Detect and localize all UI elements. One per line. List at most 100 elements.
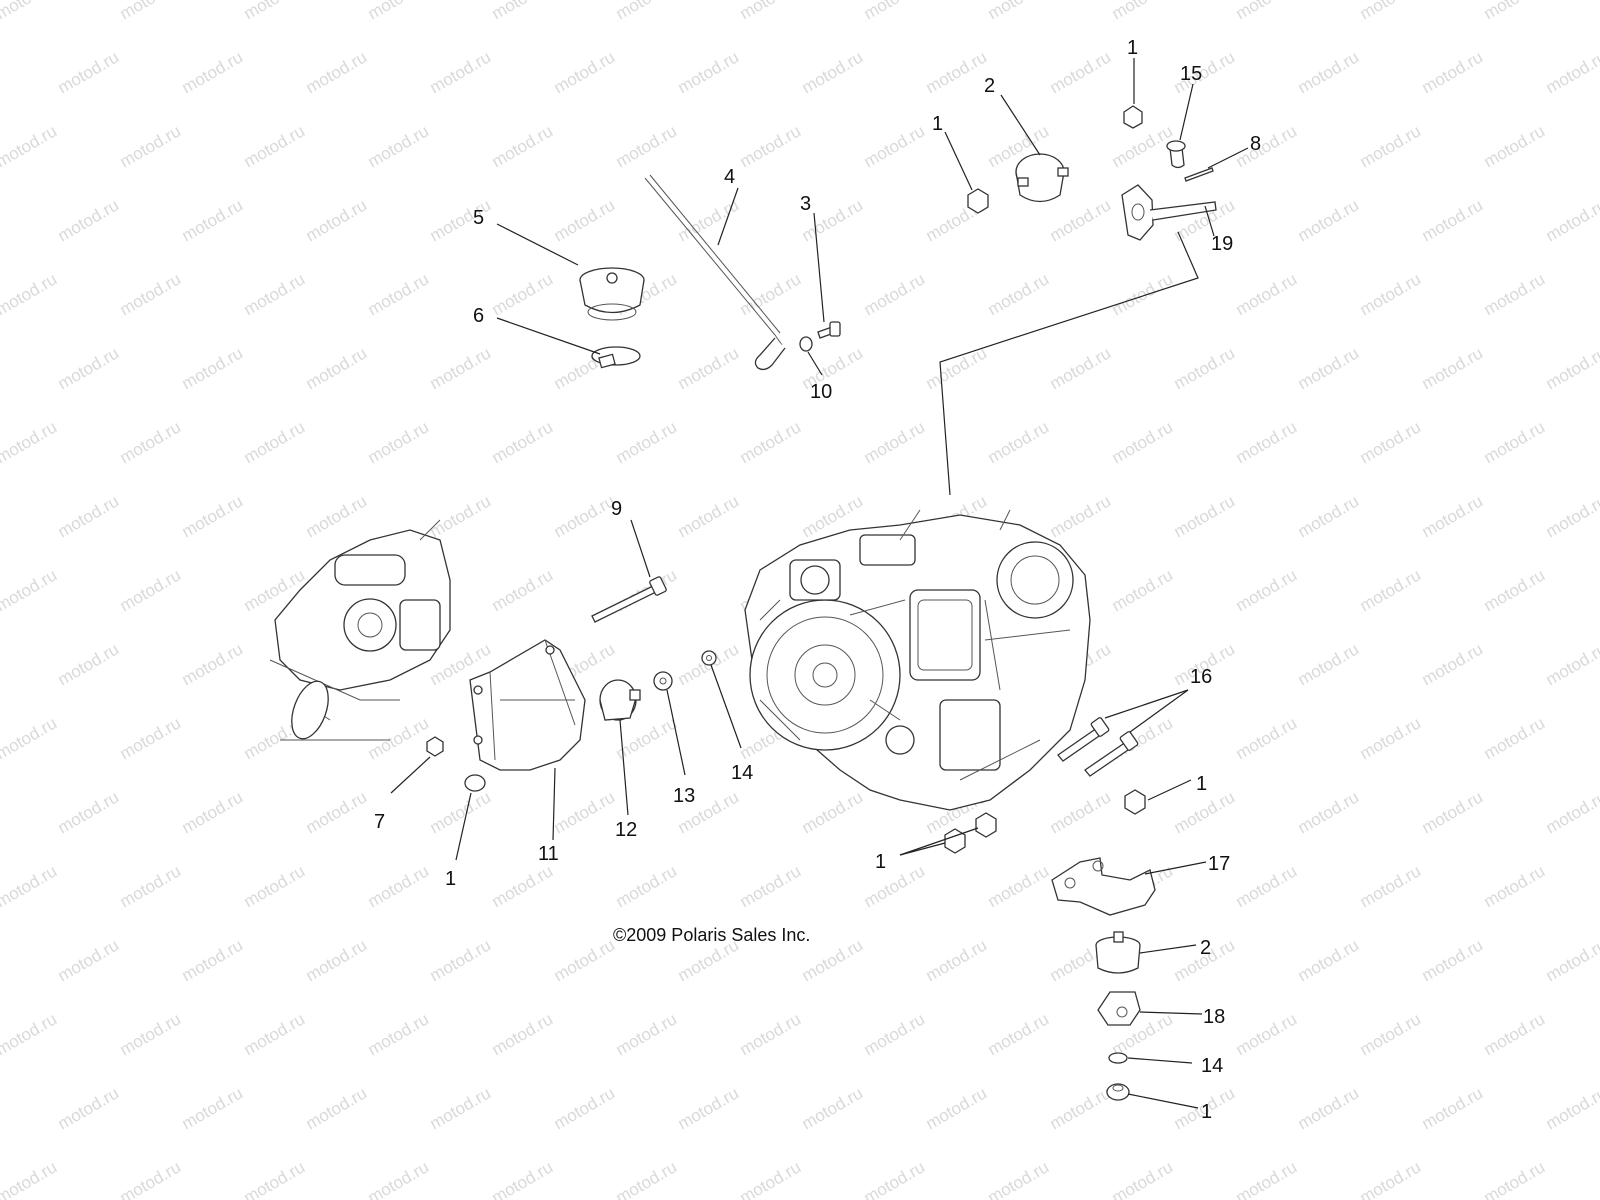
callout-17: 17 [1208,853,1230,875]
watermark-text: motod.ru [1233,1157,1301,1200]
callout-15: 15 [1180,63,1202,85]
watermark-text: motod.ru [365,1157,433,1200]
watermark-text: motod.ru [675,47,743,97]
part-8-pin [1184,167,1214,182]
watermark-text: motod.ru [985,417,1053,467]
watermark-text: motod.ru [613,1157,681,1200]
watermark-text: motod.ru [1357,861,1425,911]
watermark-text: motod.ru [241,861,309,911]
watermark-text: motod.ru [799,1083,867,1133]
watermark-text: motod.ru [1543,343,1600,393]
watermark-text: motod.ru [365,1009,433,1059]
part-15-bolt [1166,140,1186,169]
watermark-text: motod.ru [489,1157,557,1200]
watermark-text: motod.ru [1419,935,1487,985]
watermark-text: motod.ru [1233,417,1301,467]
watermark-text: motod.ru [923,47,991,97]
part-13-washer [653,671,673,691]
watermark-text: motod.ru [241,1009,309,1059]
watermark-text: motod.ru [117,121,185,171]
watermark-text: motod.ru [551,47,619,97]
part-9-bolt [591,576,667,623]
watermark-text: motod.ru [737,121,805,171]
part-2-mount-bottom [1095,931,1141,974]
watermark-text: motod.ru [551,1083,619,1133]
watermark-text: motod.ru [0,1157,60,1200]
callout-8: 8 [1250,133,1261,155]
watermark-text: motod.ru [1047,787,1115,837]
watermark-text: motod.ru [1047,195,1115,245]
watermark-text: motod.ru [1171,343,1239,393]
watermark-text: motod.ru [1295,47,1363,97]
watermark-text: motod.ru [489,417,557,467]
watermark-text: motod.ru [55,195,123,245]
watermark-text: motod.ru [861,269,929,319]
watermark-text: motod.ru [0,417,60,467]
watermark-text: motod.ru [365,713,433,763]
watermark-text: motod.ru [1481,861,1549,911]
callout-9: 9 [611,498,622,520]
watermark-text: motod.ru [1047,1083,1115,1133]
watermark-text: motod.ru [1295,491,1363,541]
watermark-text: motod.ru [179,47,247,97]
watermark-text: motod.ru [737,0,805,23]
watermark-text: motod.ru [1233,565,1301,615]
callout-1-left: 1 [445,868,456,890]
watermark-text: motod.ru [303,1083,371,1133]
assembly-reference-line [939,231,1199,496]
watermark-text: motod.ru [613,1009,681,1059]
callout-1-top-mid: 1 [932,113,943,135]
watermark-text: motod.ru [55,935,123,985]
watermark-text: motod.ru [1481,1009,1549,1059]
callout-12: 12 [615,819,637,841]
watermark-text: motod.ru [1109,0,1177,23]
watermark-text: motod.ru [55,639,123,689]
watermark-text: motod.ru [923,1083,991,1133]
watermark-text: motod.ru [0,565,60,615]
watermark-text: motod.ru [1481,269,1549,319]
watermark-text: motod.ru [1109,121,1177,171]
watermark-text: motod.ru [675,343,743,393]
watermark-text: motod.ru [737,417,805,467]
watermark-text: motod.ru [737,1009,805,1059]
watermark-text: motod.ru [1295,935,1363,985]
watermark-text: motod.ru [1295,639,1363,689]
watermark-text: motod.ru [117,1157,185,1200]
watermark-text: motod.ru [613,417,681,467]
watermark-text: motod.ru [1419,195,1487,245]
watermark-text: motod.ru [427,1083,495,1133]
callout-1-bottom: 1 [1201,1101,1212,1123]
watermark-text: motod.ru [1543,195,1600,245]
watermark-text: motod.ru [427,787,495,837]
part-18-plate [1097,991,1141,1026]
watermark-text: motod.ru [1233,1009,1301,1059]
watermark-text: motod.ru [489,565,557,615]
part-1-nut-top-right [1123,105,1143,129]
watermark-text: motod.ru [1481,565,1549,615]
watermark-text: motod.ru [427,47,495,97]
watermark-text: motod.ru [551,935,619,985]
watermark-text: motod.ru [861,0,929,23]
callout-16: 16 [1190,666,1212,688]
callout-7: 7 [374,811,385,833]
watermark-text: motod.ru [737,269,805,319]
part-11-bracket [469,639,586,771]
watermark-text: motod.ru [1233,713,1301,763]
watermark-text: motod.ru [179,639,247,689]
watermark-text: motod.ru [117,269,185,319]
watermark-text: motod.ru [1419,343,1487,393]
watermark-text: motod.ru [1357,565,1425,615]
watermark-text: motod.ru [55,343,123,393]
part-10-washer [799,336,813,352]
watermark-text: motod.ru [1295,343,1363,393]
watermark-text: motod.ru [551,491,619,541]
watermark-text: motod.ru [489,121,557,171]
watermark-text: motod.ru [303,491,371,541]
watermark-text: motod.ru [1295,787,1363,837]
part-5-boot [579,267,645,321]
callout-3: 3 [800,193,811,215]
callout-6: 6 [473,305,484,327]
watermark-text: motod.ru [861,861,929,911]
watermark-text: motod.ru [1233,269,1301,319]
